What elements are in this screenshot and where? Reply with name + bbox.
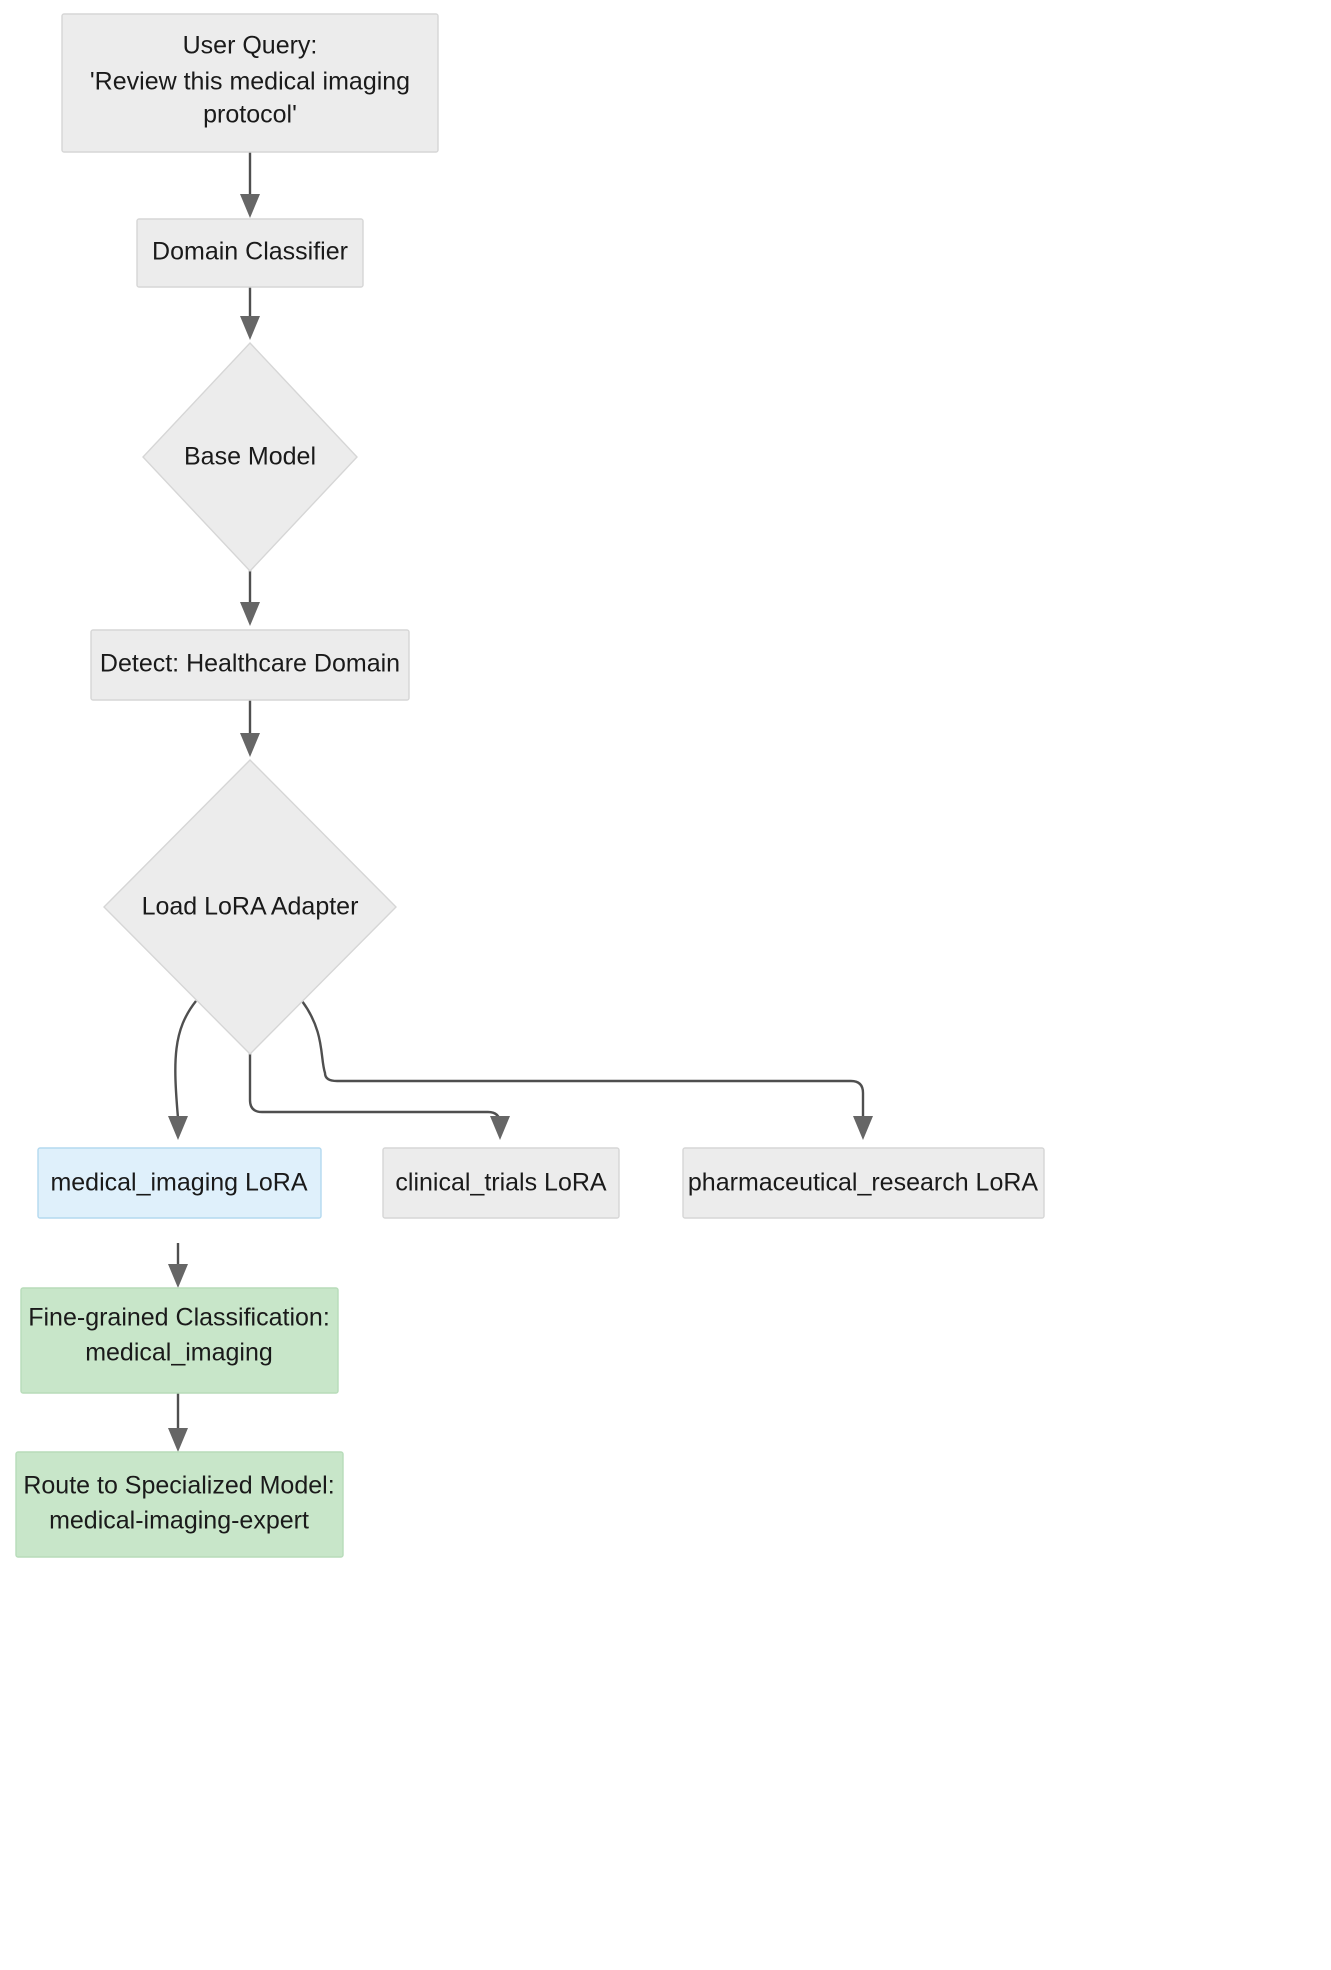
arrowhead-icon bbox=[168, 1116, 188, 1140]
edge-base-model-to-detect-domain bbox=[240, 570, 260, 626]
node-clinical-trials-lora[interactable]: clinical_trials LoRA bbox=[382, 1147, 620, 1219]
edge-load-lora-to-pharmaceutical-research-lora bbox=[301, 1000, 873, 1140]
node-user-query-shape[interactable] bbox=[61, 13, 439, 153]
node-detect-healthcare-domain-label: Detect: Healthcare Domain bbox=[100, 650, 400, 678]
node-medical-imaging-lora[interactable]: medical_imaging LoRA bbox=[37, 1147, 322, 1219]
edge-user-query-to-domain-classifier bbox=[240, 152, 260, 218]
node-route-to-specialized-model-label-line2: medical-imaging-expert bbox=[49, 1507, 309, 1535]
edge-line bbox=[248, 1053, 502, 1125]
node-medical-imaging-lora-shape[interactable] bbox=[37, 1147, 322, 1219]
node-load-lora-adapter[interactable]: Load LoRA Adapter bbox=[103, 759, 397, 1055]
node-user-query[interactable]: User Query: 'Review this medical imaging… bbox=[61, 13, 439, 153]
edge-line bbox=[174, 1000, 197, 1119]
node-route-to-specialized-model[interactable]: Route to Specialized Model: medical-imag… bbox=[15, 1451, 344, 1558]
edge-line bbox=[301, 1000, 865, 1118]
node-base-model-label: Base Model bbox=[184, 443, 316, 471]
arrowhead-icon bbox=[168, 1264, 188, 1288]
node-domain-classifier-label: Domain Classifier bbox=[152, 238, 348, 266]
node-route-to-specialized-model-shape[interactable] bbox=[15, 1451, 344, 1558]
node-load-lora-adapter-shape[interactable] bbox=[103, 759, 397, 1055]
arrowhead-icon bbox=[490, 1116, 510, 1140]
node-detect-healthcare-domain-shape[interactable] bbox=[90, 629, 410, 701]
edge-detect-domain-to-load-lora bbox=[240, 700, 260, 757]
node-medical-imaging-lora-label: medical_imaging LoRA bbox=[50, 1169, 307, 1197]
arrowhead-icon bbox=[240, 602, 260, 626]
node-fine-grained-classification[interactable]: Fine-grained Classification: medical_ima… bbox=[20, 1287, 339, 1394]
node-fine-grained-classification-label-line1: Fine-grained Classification: bbox=[28, 1304, 330, 1332]
arrowhead-icon bbox=[168, 1428, 188, 1452]
node-pharmaceutical-research-lora[interactable]: pharmaceutical_research LoRA bbox=[682, 1147, 1045, 1219]
node-base-model-shape[interactable] bbox=[142, 341, 358, 573]
node-domain-classifier[interactable]: Domain Classifier bbox=[136, 218, 364, 288]
node-base-model[interactable]: Base Model bbox=[142, 341, 358, 573]
node-fine-grained-classification-label-line2: medical_imaging bbox=[85, 1339, 273, 1367]
node-route-to-specialized-model-label-line1: Route to Specialized Model: bbox=[23, 1472, 334, 1500]
edge-layer bbox=[168, 152, 873, 1452]
node-fine-grained-classification-shape[interactable] bbox=[20, 1287, 339, 1394]
edge-load-lora-to-medical-imaging-lora bbox=[168, 1000, 197, 1140]
node-layer: User Query: 'Review this medical imaging… bbox=[15, 13, 1045, 1558]
node-clinical-trials-lora-shape[interactable] bbox=[382, 1147, 620, 1219]
arrowhead-icon bbox=[240, 194, 260, 218]
edge-fine-grained-to-route-specialized bbox=[168, 1393, 188, 1452]
node-pharmaceutical-research-lora-shape[interactable] bbox=[682, 1147, 1045, 1219]
node-load-lora-adapter-label: Load LoRA Adapter bbox=[142, 893, 359, 921]
node-domain-classifier-shape[interactable] bbox=[136, 218, 364, 288]
node-user-query-label-line3: protocol' bbox=[203, 101, 297, 129]
node-clinical-trials-lora-label: clinical_trials LoRA bbox=[395, 1169, 607, 1197]
edge-medical-imaging-lora-to-fine-grained bbox=[168, 1243, 188, 1288]
node-user-query-label-line2: 'Review this medical imaging bbox=[90, 68, 410, 96]
arrowhead-icon bbox=[853, 1116, 873, 1140]
edge-load-lora-to-clinical-trials-lora bbox=[248, 1053, 510, 1140]
arrowhead-icon bbox=[240, 316, 260, 340]
node-detect-healthcare-domain[interactable]: Detect: Healthcare Domain bbox=[90, 629, 410, 701]
node-pharmaceutical-research-lora-label: pharmaceutical_research LoRA bbox=[688, 1169, 1039, 1197]
arrowhead-icon bbox=[240, 733, 260, 757]
edge-domain-classifier-to-base-model bbox=[240, 287, 260, 340]
node-user-query-label-line1: User Query: bbox=[183, 32, 318, 60]
